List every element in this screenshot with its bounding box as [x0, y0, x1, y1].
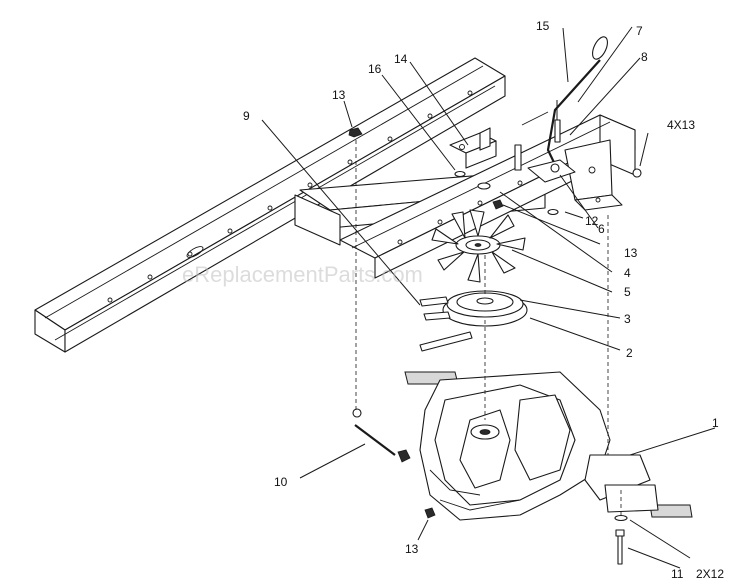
callout-13-top-left: 13	[332, 88, 346, 102]
callout-4: 4	[624, 266, 631, 280]
callout-4x13: 4X13	[667, 118, 695, 132]
nut-13-top	[348, 127, 363, 138]
washer-16	[454, 170, 466, 178]
callout-16: 16	[368, 62, 382, 76]
callout-15: 15	[536, 19, 550, 33]
callout-7: 7	[636, 24, 643, 38]
callout-13-bottom: 13	[405, 542, 419, 556]
nut-13-bottom	[424, 507, 436, 519]
callout-6: 6	[598, 222, 605, 236]
cooling-fan-part-5	[431, 209, 526, 283]
nut-4x13	[632, 168, 642, 178]
watermark-text: eReplacementParts.com	[182, 262, 423, 287]
washer-12	[547, 208, 559, 216]
callout-12: 12	[585, 214, 599, 228]
frame-rail-left	[34, 57, 506, 353]
pivot-bracket-part-14	[449, 127, 497, 169]
bolt-part-11	[614, 514, 628, 565]
transaxle-part-1	[404, 371, 693, 521]
control-rod-part-10	[352, 408, 411, 463]
callout-labels: 1 2 3 4 5 6 7 8 9 10 11 2X12 12 13 13 13…	[243, 19, 724, 581]
callout-14: 14	[394, 52, 408, 66]
linkage-parts	[514, 100, 576, 183]
callout-10: 10	[274, 475, 288, 489]
callout-3: 3	[624, 312, 631, 326]
pulley-part-3	[442, 290, 528, 327]
callout-8: 8	[641, 50, 648, 64]
leader-lines	[261, 26, 716, 569]
callout-11: 11	[671, 567, 684, 581]
nut-13-right	[492, 199, 504, 210]
callout-5: 5	[624, 285, 631, 299]
assembly-guide-lines	[355, 140, 622, 515]
bracket-part-6	[564, 139, 623, 211]
callout-2x12: 2X12	[696, 567, 724, 581]
hardware-fasteners	[348, 127, 642, 216]
callout-9: 9	[243, 109, 250, 123]
callout-2: 2	[626, 346, 633, 360]
callout-1: 1	[712, 416, 719, 430]
drive-belt-part-2	[419, 296, 473, 352]
callout-13-right: 13	[624, 246, 638, 260]
nut-4	[477, 182, 491, 190]
